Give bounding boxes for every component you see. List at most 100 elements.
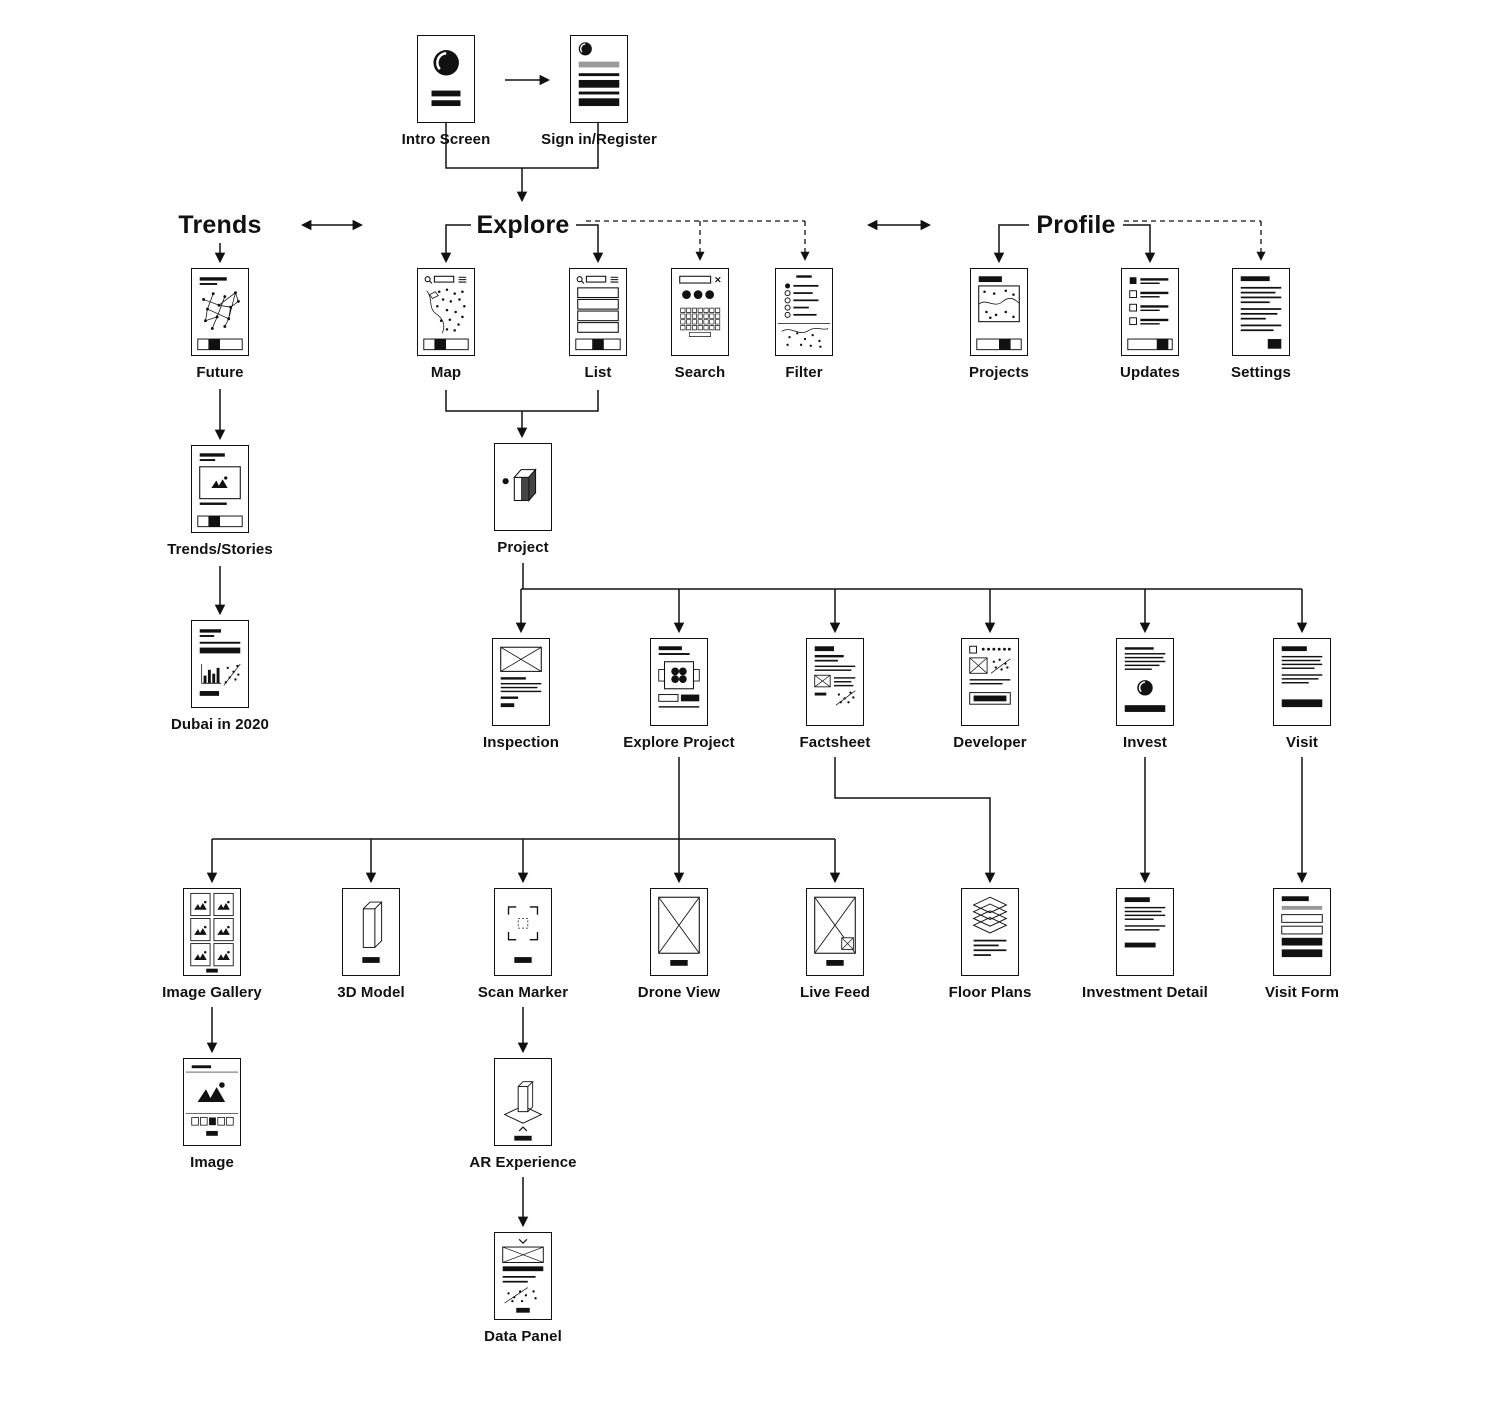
document-wireframe-icon — [1117, 889, 1173, 975]
screen-node-dubai: Dubai in 2020 — [171, 620, 269, 733]
screen-node-settings: Settings — [1231, 268, 1291, 381]
scan-marker-screen-thumbnail — [494, 888, 552, 976]
visit-form-screen-label: Visit Form — [1264, 984, 1340, 1001]
screen-node-invest: Invest — [1116, 638, 1174, 751]
explore-project-screen-label: Explore Project — [623, 734, 735, 751]
factsheet-wireframe-icon — [807, 639, 863, 725]
search-screen-thumbnail — [671, 268, 729, 356]
data-panel-screen-thumbnail — [494, 1232, 552, 1320]
photo-viewer-wireframe-icon — [184, 1059, 240, 1145]
screen-node-developer: Developer — [953, 638, 1027, 751]
list-screen-label: List — [584, 364, 612, 381]
map-screen-thumbnail — [417, 268, 475, 356]
screen-node-map: Map — [417, 268, 475, 381]
3d-model-screen-thumbnail — [342, 888, 400, 976]
filter-options-wireframe-icon — [776, 269, 832, 355]
screen-node-3d-model: 3D Model — [337, 888, 405, 1001]
section-header-explore: Explore — [476, 211, 570, 239]
updates-list-wireframe-icon — [1122, 269, 1178, 355]
screen-node-drone-view: Drone View — [638, 888, 720, 1001]
screen-node-filter: Filter — [775, 268, 833, 381]
screen-node-intro: Intro Screen — [402, 35, 490, 148]
building-cube-wireframe-icon — [495, 444, 551, 530]
live-video-wireframe-icon — [807, 889, 863, 975]
future-screen-label: Future — [196, 364, 244, 381]
ar-experience-screen-thumbnail — [494, 1058, 552, 1146]
network-graph-wireframe-icon — [192, 269, 248, 355]
chart-article-wireframe-icon — [192, 621, 248, 707]
story-image-wireframe-icon — [192, 446, 248, 532]
explore-project-screen-thumbnail — [650, 638, 708, 726]
developer-screen-thumbnail — [961, 638, 1019, 726]
screen-node-signin: Sign in/Register — [541, 35, 657, 148]
intro-screen-thumbnail — [417, 35, 475, 123]
screen-node-live-feed: Live Feed — [800, 888, 870, 1001]
screen-node-ar-experience: AR Experience — [469, 1058, 576, 1171]
filter-screen-label: Filter — [785, 364, 823, 381]
screen-node-investment-detail: Investment Detail — [1082, 888, 1208, 1001]
ar-cube-wireframe-icon — [495, 1059, 551, 1145]
screen-node-list: List — [569, 268, 627, 381]
drone-view-screen-thumbnail — [650, 888, 708, 976]
project-screen-label: Project — [497, 539, 549, 556]
data-panel-screen-label: Data Panel — [484, 1328, 562, 1345]
floor-plans-screen-thumbnail — [961, 888, 1019, 976]
investment-detail-screen-label: Investment Detail — [1082, 984, 1208, 1001]
screen-node-future: Future — [191, 268, 249, 381]
text-page-wireframe-icon — [1274, 639, 1330, 725]
section-header-trends: Trends — [178, 211, 262, 239]
screen-node-visit: Visit — [1273, 638, 1331, 751]
screen-node-data-panel: Data Panel — [484, 1232, 562, 1345]
invest-avatar-wireframe-icon — [1117, 639, 1173, 725]
signin-screen-label: Sign in/Register — [541, 131, 657, 148]
screen-node-explore-project: Explore Project — [623, 638, 735, 751]
projects-screen-label: Projects — [969, 364, 1029, 381]
intro-screen-label: Intro Screen — [401, 131, 491, 148]
projects-screen-thumbnail — [970, 268, 1028, 356]
investment-detail-screen-thumbnail — [1116, 888, 1174, 976]
stories-screen-label: Trends/Stories — [167, 541, 273, 558]
drone-view-screen-label: Drone View — [637, 984, 721, 1001]
filter-screen-thumbnail — [775, 268, 833, 356]
visit-screen-label: Visit — [1286, 734, 1318, 751]
screen-node-floor-plans: Floor Plans — [949, 888, 1031, 1001]
visit-form-screen-thumbnail — [1273, 888, 1331, 976]
inspection-screen-thumbnail — [492, 638, 554, 730]
image-gallery-screen-thumbnail — [183, 888, 241, 976]
data-sheet-wireframe-icon — [495, 1233, 551, 1319]
screen-node-project: Project — [494, 443, 556, 556]
live-feed-screen-label: Live Feed — [799, 984, 871, 1001]
updates-screen-label: Updates — [1120, 364, 1180, 381]
developer-profile-wireframe-icon — [962, 639, 1018, 725]
settings-list-wireframe-icon — [1233, 269, 1289, 355]
stacked-layers-wireframe-icon — [962, 889, 1018, 975]
screen-node-inspection: Inspection — [483, 638, 559, 751]
screen-node-updates: Updates — [1120, 268, 1180, 381]
screen-node-scan-marker: Scan Marker — [478, 888, 568, 1001]
map-screen-label: Map — [430, 364, 462, 381]
ar-experience-screen-label: AR Experience — [469, 1154, 577, 1171]
signin-form-wireframe-icon — [571, 36, 627, 122]
settings-screen-label: Settings — [1231, 364, 1291, 381]
drone-wireframe-icon — [651, 639, 707, 725]
scan-frame-wireframe-icon — [495, 889, 551, 975]
image-placeholder-wireframe-icon — [493, 639, 549, 725]
image-screen-thumbnail — [183, 1058, 241, 1146]
visit-screen-thumbnail — [1273, 638, 1331, 726]
updates-screen-thumbnail — [1121, 268, 1179, 356]
search-screen-label: Search — [674, 364, 726, 381]
map-wireframe-icon — [418, 269, 474, 355]
future-screen-thumbnail — [191, 268, 249, 356]
keyboard-wireframe-icon — [672, 269, 728, 355]
avatar-wireframe-icon — [418, 36, 474, 122]
screen-node-image-gallery: Image Gallery — [162, 888, 262, 1001]
screen-node-visit-form: Visit Form — [1265, 888, 1339, 1001]
settings-screen-thumbnail — [1232, 268, 1290, 356]
photo-grid-wireframe-icon — [184, 889, 240, 975]
screen-node-image: Image — [183, 1058, 241, 1171]
inspection-screen-label: Inspection — [482, 734, 559, 751]
signin-screen-thumbnail — [570, 35, 628, 123]
dubai-screen-label: Dubai in 2020 — [170, 716, 269, 733]
